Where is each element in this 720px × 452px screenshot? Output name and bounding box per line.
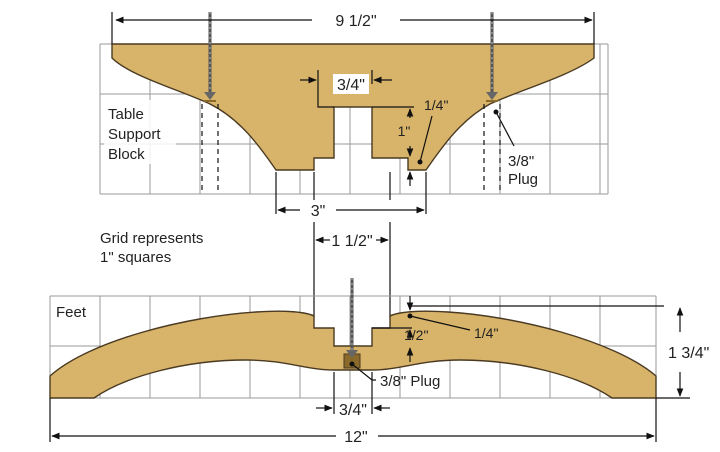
one-half-label: 1 1/2" <box>331 233 372 250</box>
feet-label: Feet <box>56 304 87 321</box>
grid-note: Grid represents <box>100 230 203 247</box>
quarter-dot <box>417 159 423 165</box>
block-label: Table <box>108 106 144 123</box>
feet-half-label: 1/2" <box>404 327 428 343</box>
feet-notch-label: 3/4" <box>339 402 367 419</box>
block-screw-right <box>486 12 498 102</box>
feet-quarter-leader <box>409 315 471 331</box>
block-plug-leader <box>495 111 515 147</box>
three-label: 3" <box>311 203 326 220</box>
grid-note: 1" squares <box>100 249 171 266</box>
block-label: Support <box>108 126 161 143</box>
feet-screw <box>346 278 358 358</box>
block-label: Block <box>108 146 145 163</box>
feet-plug-label: 3/8" Plug <box>380 373 440 390</box>
feet-width-label: 12" <box>344 429 367 446</box>
support-block-shape <box>111 43 595 171</box>
one-inch-label: 1" <box>398 123 411 139</box>
block-plug-label: Plug <box>508 171 538 188</box>
feet-height-label: 1 3/4" <box>668 345 709 362</box>
feet-quarter-label: 1/4" <box>474 325 498 341</box>
block-plug-label: 3/8" <box>508 153 534 170</box>
block-screw-left <box>204 12 216 102</box>
quarter-label: 1/4" <box>424 97 448 113</box>
notch-label: 3/4" <box>337 77 365 94</box>
top-width-label: 9 1/2" <box>335 13 376 30</box>
notch-top <box>317 84 334 108</box>
quarter-leader <box>419 115 433 163</box>
